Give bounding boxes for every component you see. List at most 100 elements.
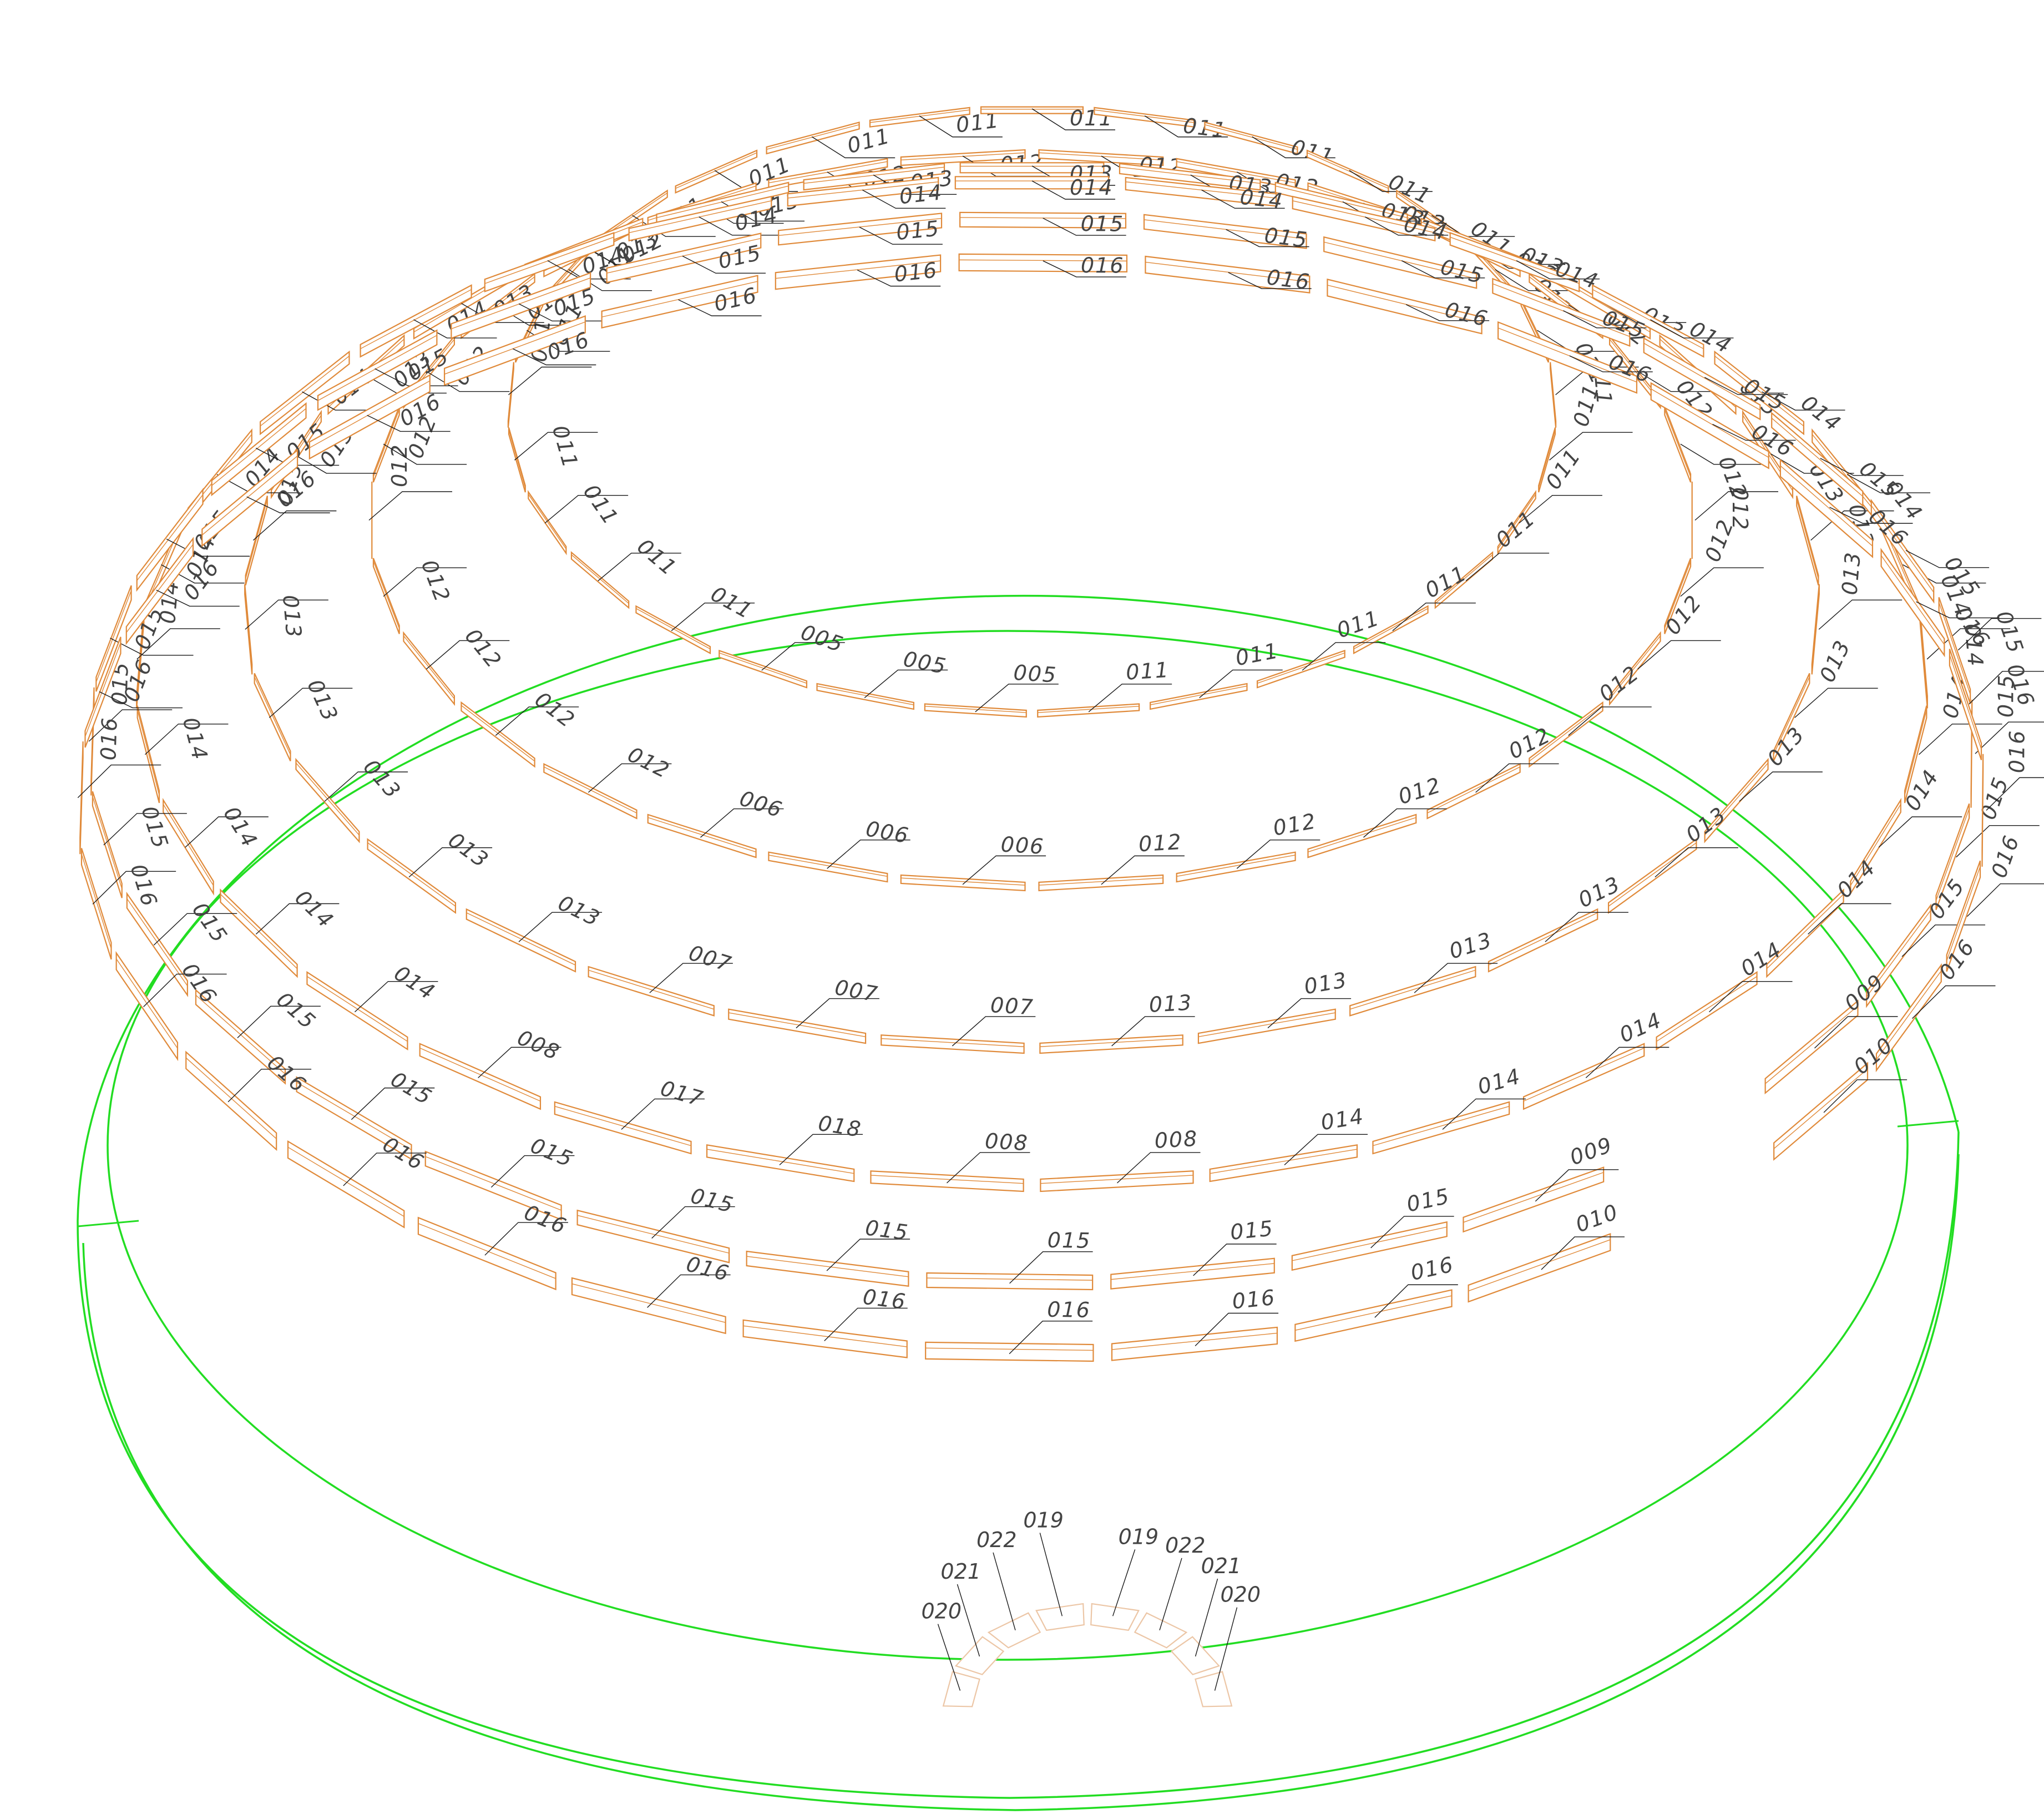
leader-line <box>1878 816 1962 848</box>
leader-line <box>144 724 229 755</box>
part-label: 012 <box>1138 830 1183 856</box>
block-face <box>881 1034 1025 1054</box>
leader-line <box>1818 599 1903 630</box>
block-face <box>1040 1170 1194 1193</box>
part-label: 014 <box>1475 1064 1524 1099</box>
door-part-label: 022 <box>977 1528 1017 1552</box>
block-face <box>1143 214 1307 249</box>
block-edge <box>1523 1047 1645 1101</box>
part-label: 016 <box>1047 1297 1091 1322</box>
block-edge <box>419 1047 541 1101</box>
block: 015 <box>451 272 603 340</box>
block: 015 <box>126 891 237 998</box>
part-label: 011 <box>1569 381 1604 430</box>
block-edge <box>1664 409 1691 477</box>
leader-line <box>1201 189 1285 209</box>
block: 008 <box>1040 1126 1201 1193</box>
leader-line <box>255 903 340 935</box>
block-edge <box>451 277 591 330</box>
block-face <box>570 551 630 609</box>
part-label: 012 <box>1395 772 1444 809</box>
block: 013 <box>466 891 604 973</box>
leader-line <box>1680 443 1764 465</box>
block-edge <box>1773 1068 1868 1149</box>
part-label: 015 <box>1263 223 1309 252</box>
door-block-face <box>942 1671 980 1707</box>
block-face <box>1039 1034 1183 1054</box>
block-face <box>1643 337 1761 421</box>
block: 011 <box>766 122 895 159</box>
leader-line <box>1901 924 1986 957</box>
leader-line <box>1926 628 2011 660</box>
block-face <box>954 176 1110 190</box>
block-edge <box>588 969 715 1010</box>
part-label: 016 <box>862 1285 908 1315</box>
leader-line <box>975 684 1059 713</box>
block: 007 <box>588 941 735 1017</box>
leader-line <box>478 1047 561 1078</box>
leader-line <box>1829 507 1913 524</box>
part-label: 013 <box>1446 927 1495 963</box>
block-face <box>924 703 1027 718</box>
block-edge <box>706 1149 854 1174</box>
part-label: 015 <box>1081 211 1125 236</box>
part-label: 014 <box>290 885 338 933</box>
leader-line <box>682 255 766 274</box>
part-label: 014 <box>1239 185 1285 214</box>
block-edge <box>959 259 1127 262</box>
leader-line <box>185 816 269 848</box>
block-face <box>1529 701 1603 768</box>
block-edge <box>1427 766 1520 813</box>
block: 012 <box>1529 661 1652 768</box>
block-edge <box>1765 1005 1858 1084</box>
leader-line <box>1195 1578 1218 1657</box>
leader-line <box>1465 553 1550 582</box>
leader-line <box>937 1624 961 1691</box>
block-face <box>1764 999 1859 1095</box>
base-ring-group <box>77 594 1960 1811</box>
block-edge <box>743 1325 907 1347</box>
block-face <box>1492 277 1631 347</box>
part-label: 014 <box>1070 175 1114 200</box>
block: 011 <box>1434 506 1550 609</box>
leader-line <box>1009 1321 1093 1355</box>
leader-line <box>514 432 598 461</box>
block: 018 <box>706 1111 863 1183</box>
block-edge <box>1946 866 1981 961</box>
block-edge <box>260 356 350 427</box>
block-face <box>1119 163 1261 191</box>
block: 013 <box>1811 550 1903 675</box>
block-face <box>1704 757 1769 843</box>
leader-line <box>1541 1236 1625 1270</box>
door-part-label: 021 <box>1201 1554 1242 1578</box>
leader-line <box>1031 108 1115 130</box>
leader-line <box>647 1274 731 1308</box>
block-edge <box>544 766 637 813</box>
leader-line <box>351 1087 435 1120</box>
leader-line <box>1694 491 1778 521</box>
block-face <box>1938 597 1971 704</box>
leader-line <box>1101 855 1185 885</box>
block-face <box>403 631 455 706</box>
block-edge <box>629 200 772 234</box>
part-label: 013 <box>554 891 604 932</box>
base-ring-outer-rim <box>82 1154 1960 1811</box>
block-edge <box>1307 152 1389 189</box>
leader-line <box>153 913 237 946</box>
part-label: 015 <box>864 1215 910 1245</box>
block: 016 <box>1981 730 2044 867</box>
part-label: 012 <box>530 687 580 733</box>
leader-line <box>1535 1169 1619 1202</box>
block-edge <box>1111 1263 1274 1280</box>
block-edge <box>1876 971 1942 1060</box>
block-edge <box>1205 124 1298 150</box>
block-edge <box>881 1038 1024 1047</box>
block-face <box>80 848 112 960</box>
block: 007 <box>728 975 880 1044</box>
block-edge <box>92 796 123 889</box>
block-edge <box>136 614 145 701</box>
block: 013 <box>1488 872 1628 973</box>
part-label: 015 <box>1438 255 1486 289</box>
part-label: 012 <box>1271 809 1318 840</box>
leader-line <box>1226 229 1309 247</box>
